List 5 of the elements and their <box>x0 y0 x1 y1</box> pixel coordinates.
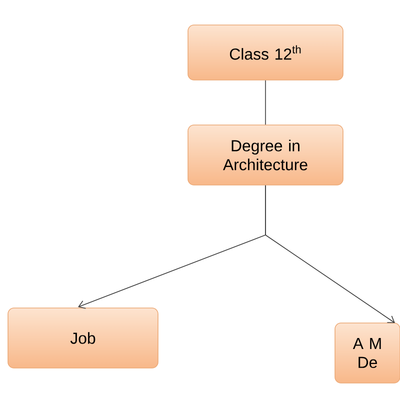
process-box: A M De <box>334 322 400 384</box>
process-box: Job <box>8 308 158 368</box>
process-box: Degree in Architecture <box>188 124 344 186</box>
process-box: Class 12$^{th}$ <box>188 24 344 80</box>
connector-arrow <box>265 185 395 323</box>
